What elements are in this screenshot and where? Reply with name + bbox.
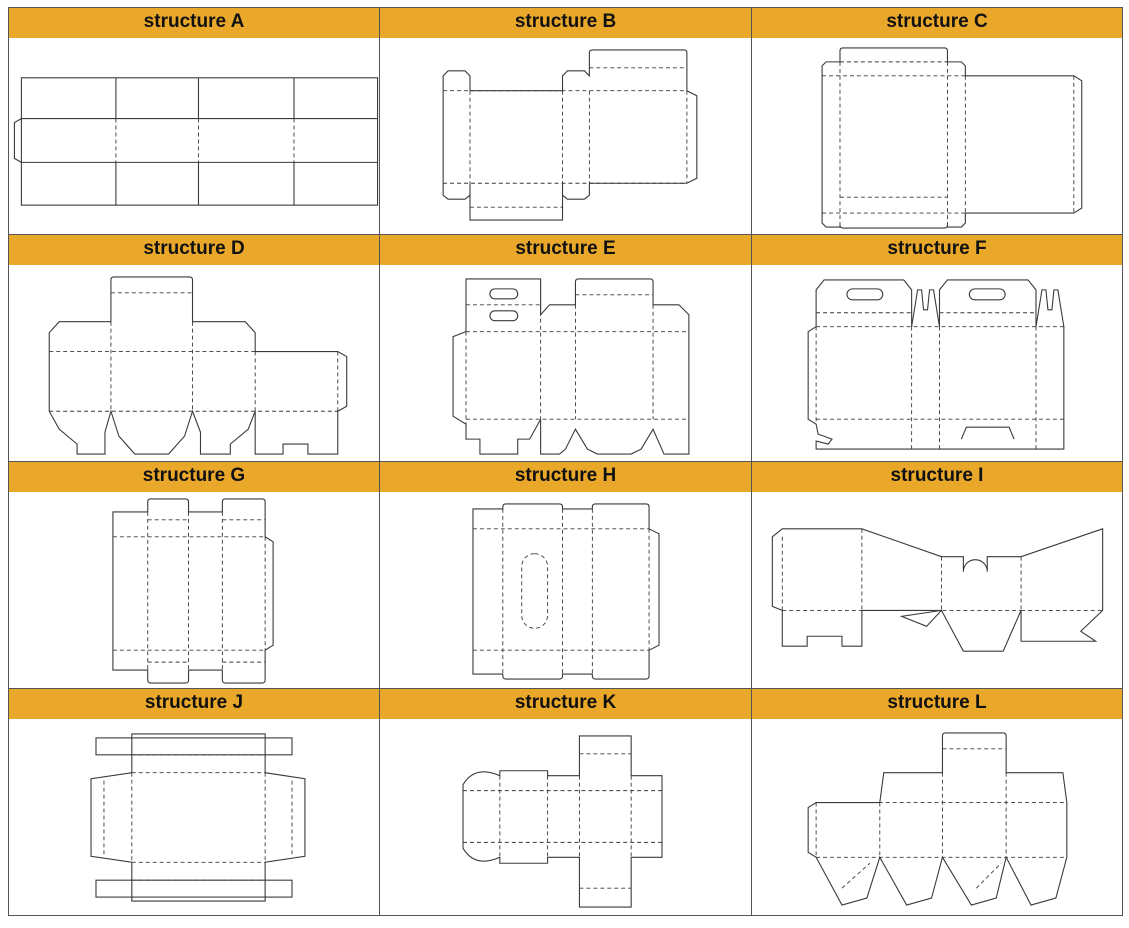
structure-j-dieline bbox=[9, 719, 379, 915]
structure-e-cell: structure E bbox=[380, 235, 752, 462]
structure-h-title: structure H bbox=[380, 462, 751, 492]
structure-k-cell: structure K bbox=[380, 689, 752, 916]
structure-g-cell: structure G bbox=[9, 462, 380, 689]
structure-h-dieline bbox=[380, 492, 751, 688]
structure-d-title: structure D bbox=[9, 235, 379, 265]
structure-k-dieline bbox=[380, 719, 751, 915]
structure-i-cell: structure I bbox=[752, 462, 1123, 689]
structure-l-diagram bbox=[807, 732, 1068, 906]
structure-i-diagram bbox=[771, 528, 1104, 652]
structure-j-title: structure J bbox=[9, 689, 379, 719]
structure-g-title: structure G bbox=[9, 462, 379, 492]
structure-b-title: structure B bbox=[380, 8, 751, 38]
hanger-hole bbox=[489, 288, 519, 300]
structure-f-dieline bbox=[752, 265, 1122, 461]
structure-a-dieline bbox=[9, 38, 379, 234]
structure-a-cell: structure A bbox=[9, 8, 380, 235]
structure-f-title: structure F bbox=[752, 235, 1122, 265]
structure-b-diagram bbox=[442, 49, 698, 221]
structure-h-diagram bbox=[472, 503, 660, 680]
structure-e-dieline bbox=[380, 265, 751, 461]
handle-hole bbox=[968, 288, 1006, 301]
structure-e-diagram bbox=[452, 278, 690, 455]
structure-l-cell: structure L bbox=[752, 689, 1123, 916]
structure-j-diagram bbox=[90, 733, 306, 902]
structure-g-dieline bbox=[9, 492, 379, 688]
structure-d-dieline bbox=[9, 265, 379, 461]
structure-c-diagram bbox=[821, 47, 1083, 229]
structure-b-dieline bbox=[380, 38, 751, 234]
structure-d-diagram bbox=[48, 276, 348, 455]
structure-d-cell: structure D bbox=[9, 235, 380, 462]
structure-a-title: structure A bbox=[9, 8, 379, 38]
structure-k-diagram bbox=[462, 735, 663, 908]
structure-c-dieline bbox=[752, 38, 1122, 234]
handle-hole bbox=[846, 288, 884, 301]
structure-f-cell: structure F bbox=[752, 235, 1123, 462]
structure-a-diagram bbox=[13, 77, 379, 206]
hanger-hole bbox=[489, 310, 519, 322]
structure-i-title: structure I bbox=[752, 462, 1122, 492]
structure-f-diagram bbox=[807, 279, 1065, 450]
structure-l-title: structure L bbox=[752, 689, 1122, 719]
structure-k-title: structure K bbox=[380, 689, 751, 719]
structure-g-diagram bbox=[112, 498, 274, 684]
structure-grid: structure A structure B structure bbox=[8, 7, 1123, 916]
structure-j-cell: structure J bbox=[9, 689, 380, 916]
structure-l-dieline bbox=[752, 719, 1122, 915]
structure-h-cell: structure H bbox=[380, 462, 752, 689]
structure-c-cell: structure C bbox=[752, 8, 1123, 235]
structure-i-dieline bbox=[752, 492, 1122, 688]
structure-b-cell: structure B bbox=[380, 8, 752, 235]
structure-c-title: structure C bbox=[752, 8, 1122, 38]
window-slot bbox=[521, 553, 549, 629]
structure-e-title: structure E bbox=[380, 235, 751, 265]
